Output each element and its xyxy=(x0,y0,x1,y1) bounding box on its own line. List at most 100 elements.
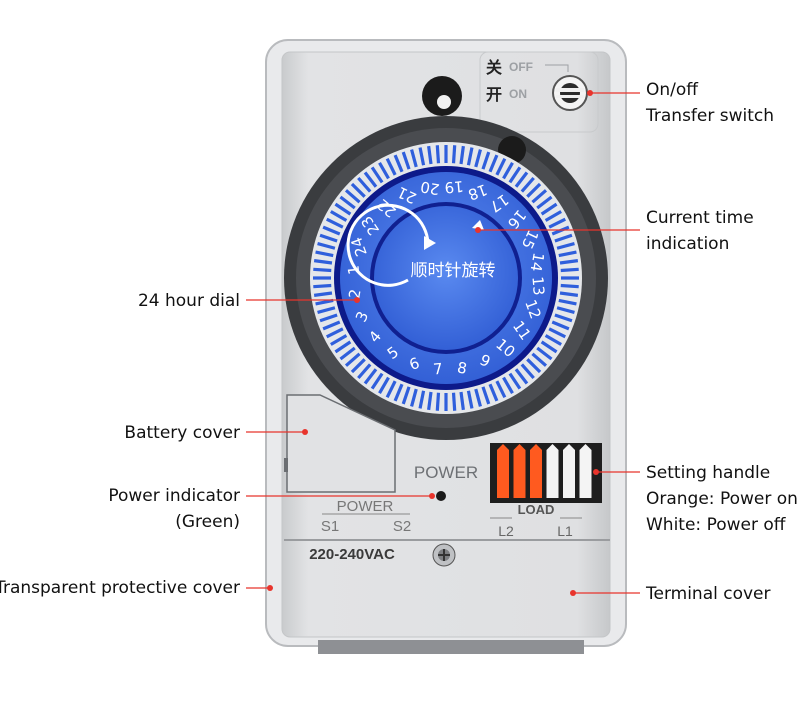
dial-pin[interactable] xyxy=(319,233,338,243)
dial-pin[interactable] xyxy=(548,217,566,229)
dial-pin[interactable] xyxy=(315,298,334,306)
dial-pin[interactable] xyxy=(556,306,575,314)
battery-cover[interactable] xyxy=(284,394,396,493)
setting-handle-orange[interactable] xyxy=(497,450,509,498)
dial-pin[interactable] xyxy=(334,202,352,216)
dial-pin[interactable] xyxy=(363,368,378,385)
dial-pin[interactable] xyxy=(385,380,397,398)
dial-pin[interactable] xyxy=(544,210,562,222)
dial-pin[interactable] xyxy=(410,388,418,407)
dial-pin[interactable] xyxy=(554,233,573,243)
dial-pin[interactable] xyxy=(502,376,514,394)
dial-pin[interactable] xyxy=(531,189,548,204)
dial-pin[interactable] xyxy=(322,225,341,236)
dial-pin[interactable] xyxy=(481,151,491,170)
dial-pin[interactable] xyxy=(520,176,535,193)
dial-pin[interactable] xyxy=(418,147,426,166)
dial-pin[interactable] xyxy=(370,372,384,390)
setting-handle-white[interactable] xyxy=(563,450,575,498)
dial-pin[interactable] xyxy=(451,145,457,164)
dial-pin[interactable] xyxy=(488,154,499,173)
dial-pin[interactable] xyxy=(558,298,577,306)
dial-pin[interactable] xyxy=(540,202,558,216)
dial-pin[interactable] xyxy=(401,151,411,170)
dial-pin[interactable] xyxy=(435,392,441,411)
setting-handle-white[interactable] xyxy=(546,450,559,498)
dial-pin[interactable] xyxy=(330,334,348,346)
dial-pin[interactable] xyxy=(315,250,334,258)
dial-pin[interactable] xyxy=(344,352,361,367)
dial-pin[interactable] xyxy=(363,171,378,188)
dial-pin[interactable] xyxy=(559,259,579,265)
dial-pin[interactable] xyxy=(410,149,418,168)
dial-pin[interactable] xyxy=(508,372,522,390)
dial-pin[interactable] xyxy=(393,383,404,402)
dial-pin[interactable] xyxy=(319,313,338,323)
dial-pin[interactable] xyxy=(544,334,562,346)
dial-pin[interactable] xyxy=(560,267,579,273)
dial-pin[interactable] xyxy=(357,176,372,193)
setting-handle-orange[interactable] xyxy=(530,450,542,498)
dial-pin[interactable] xyxy=(313,291,333,297)
setting-handles[interactable] xyxy=(490,443,602,503)
dial-pin[interactable] xyxy=(514,171,529,188)
setting-handle-white[interactable] xyxy=(579,450,592,498)
dial-pin[interactable] xyxy=(451,392,457,411)
dial-pin[interactable] xyxy=(560,283,579,289)
dial-pin[interactable] xyxy=(326,327,344,339)
terminal-cover[interactable]: 220-240VAC xyxy=(284,539,610,567)
dial-pin[interactable] xyxy=(554,313,573,323)
dial-pin[interactable] xyxy=(427,145,433,165)
dial-pin[interactable] xyxy=(330,210,348,222)
dial-pin[interactable] xyxy=(559,291,579,297)
dial-pin[interactable] xyxy=(313,283,332,289)
dial-pin[interactable] xyxy=(313,267,332,273)
dial-pin[interactable] xyxy=(459,145,465,165)
dial-pin[interactable] xyxy=(350,358,366,374)
dial-pin[interactable] xyxy=(466,390,474,409)
dial-pin[interactable] xyxy=(466,147,474,166)
dial-pin[interactable] xyxy=(385,158,397,176)
dial-pin[interactable] xyxy=(322,320,341,331)
dial-pin[interactable] xyxy=(495,158,507,176)
dial-pin[interactable] xyxy=(427,391,433,411)
dial-pin[interactable] xyxy=(551,320,570,331)
dial-pin[interactable] xyxy=(495,380,507,398)
dial-pin[interactable] xyxy=(474,388,482,407)
dial-pin[interactable] xyxy=(514,368,529,385)
dial-pin[interactable] xyxy=(378,162,390,180)
dial-pin[interactable] xyxy=(418,390,426,409)
dial-pin[interactable] xyxy=(401,386,411,405)
dial-pin[interactable] xyxy=(313,259,333,265)
dial-pin[interactable] xyxy=(502,162,514,180)
dial-pin[interactable] xyxy=(317,306,336,314)
dial-pin[interactable] xyxy=(459,391,465,411)
dial-setting-pins[interactable] xyxy=(313,145,579,411)
dial-pin[interactable] xyxy=(536,346,553,361)
dial-pin[interactable] xyxy=(481,386,491,405)
dial-pin[interactable] xyxy=(357,363,372,380)
dial-pin[interactable] xyxy=(531,352,548,367)
dial-pin[interactable] xyxy=(474,149,482,168)
dial-pin[interactable] xyxy=(339,195,356,210)
dial-pin[interactable] xyxy=(508,166,522,184)
dial-pin[interactable] xyxy=(435,145,441,164)
setting-handle-orange[interactable] xyxy=(513,450,526,498)
dial-pin[interactable] xyxy=(540,340,558,354)
dial-pin[interactable] xyxy=(488,383,499,402)
dial-pin[interactable] xyxy=(520,363,535,380)
transfer-switch-knob[interactable] xyxy=(552,75,588,111)
dial-pin[interactable] xyxy=(378,376,390,394)
dial-pin[interactable] xyxy=(344,189,361,204)
dial-pin[interactable] xyxy=(526,182,542,198)
dial-pin[interactable] xyxy=(526,358,542,374)
dial-pin[interactable] xyxy=(334,340,352,354)
dial-pin[interactable] xyxy=(317,242,336,250)
dial-pin[interactable] xyxy=(370,166,384,184)
dial-pin[interactable] xyxy=(350,182,366,198)
dial-pin[interactable] xyxy=(548,327,566,339)
dial-pin[interactable] xyxy=(393,154,404,173)
dial-pin[interactable] xyxy=(339,346,356,361)
dial-pin[interactable] xyxy=(558,250,577,258)
